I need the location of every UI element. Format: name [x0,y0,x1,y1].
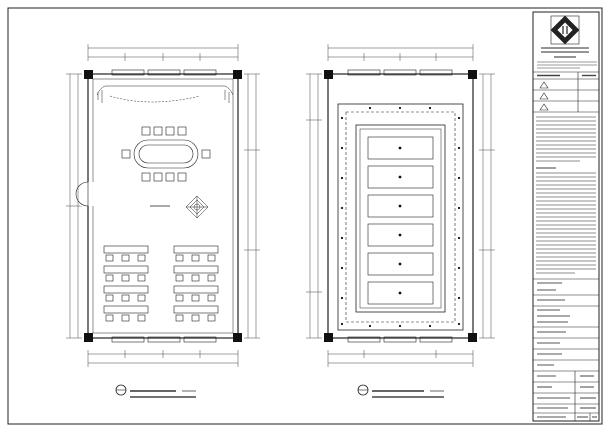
revision-marker-2 [539,92,549,100]
ceiling-downlights [340,106,461,328]
windows-top [111,69,217,343]
address-lines [537,61,597,69]
revision-marker-3 [539,103,549,111]
ceiling-light-panels [367,136,434,305]
view-title-plan [115,384,196,398]
entry-door [75,181,94,207]
title-block [533,15,599,421]
curtains [96,85,234,103]
notes-text-lines [536,116,596,274]
revision-table [533,72,599,113]
ceiling-windows [347,69,453,343]
classroom-desks-right [173,245,219,322]
company-name-lines [541,47,589,58]
floor-plan-view [66,44,260,398]
ceiling-columns [324,70,477,342]
conference-table [133,139,199,169]
ceiling-border-inner [345,111,456,323]
dimension-lines-ceiling [306,44,495,367]
dimension-lines-plan [66,44,260,367]
ceiling-tray [355,124,446,313]
ceiling-plan-view [306,44,495,398]
sheet-frame [7,7,603,425]
conference-table-group [121,126,211,182]
classroom-desks-left [103,245,149,322]
revision-marker-1 [539,81,549,89]
view-title-ceiling [357,384,444,398]
project-info-rows [533,278,599,421]
columns [84,70,242,342]
carpet-medallion [185,195,209,219]
ceiling-border-outer [337,103,464,331]
company-logo [550,15,580,45]
ceiling-room-outline [327,73,474,339]
